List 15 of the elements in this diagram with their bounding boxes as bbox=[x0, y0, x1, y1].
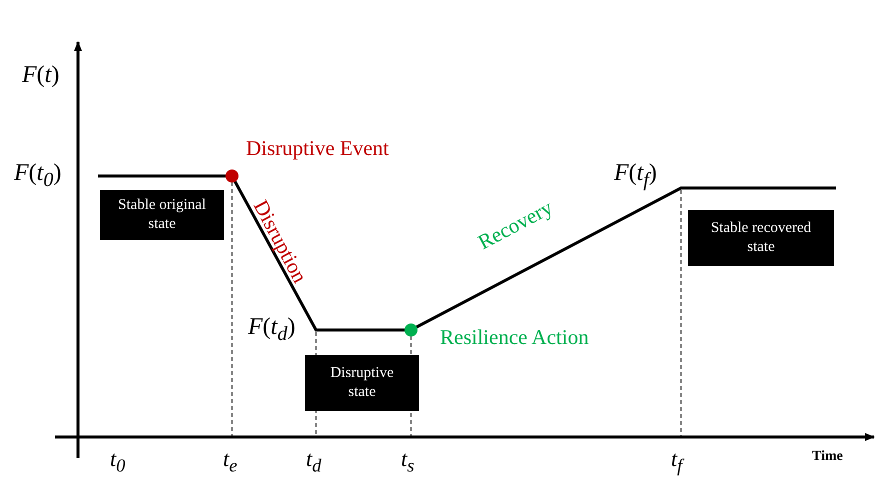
state-box: Stable recovered state bbox=[688, 210, 834, 266]
axis-label: F(t) bbox=[22, 62, 60, 90]
level-label: F(t$_{f}$) bbox=[614, 160, 658, 193]
tick-label: t$_{f}$ bbox=[671, 446, 686, 478]
tick-label: t$_{d}$ bbox=[306, 446, 322, 478]
state-box: Stable original state bbox=[100, 190, 224, 240]
event-label: Disruptive Event bbox=[246, 136, 390, 162]
tick-label: t$_{0}$ bbox=[110, 446, 126, 478]
tick-label: t$_{s}$ bbox=[401, 446, 416, 478]
level-label: F(t$_{d}$) bbox=[248, 314, 296, 347]
state-box: Disruptive state bbox=[305, 355, 419, 411]
tick-label: t$_{e}$ bbox=[223, 446, 238, 478]
axis-title: Time bbox=[812, 449, 844, 466]
event-label: Resilience Action bbox=[440, 325, 590, 351]
level-label: F(t$_{0}$) bbox=[14, 160, 62, 193]
